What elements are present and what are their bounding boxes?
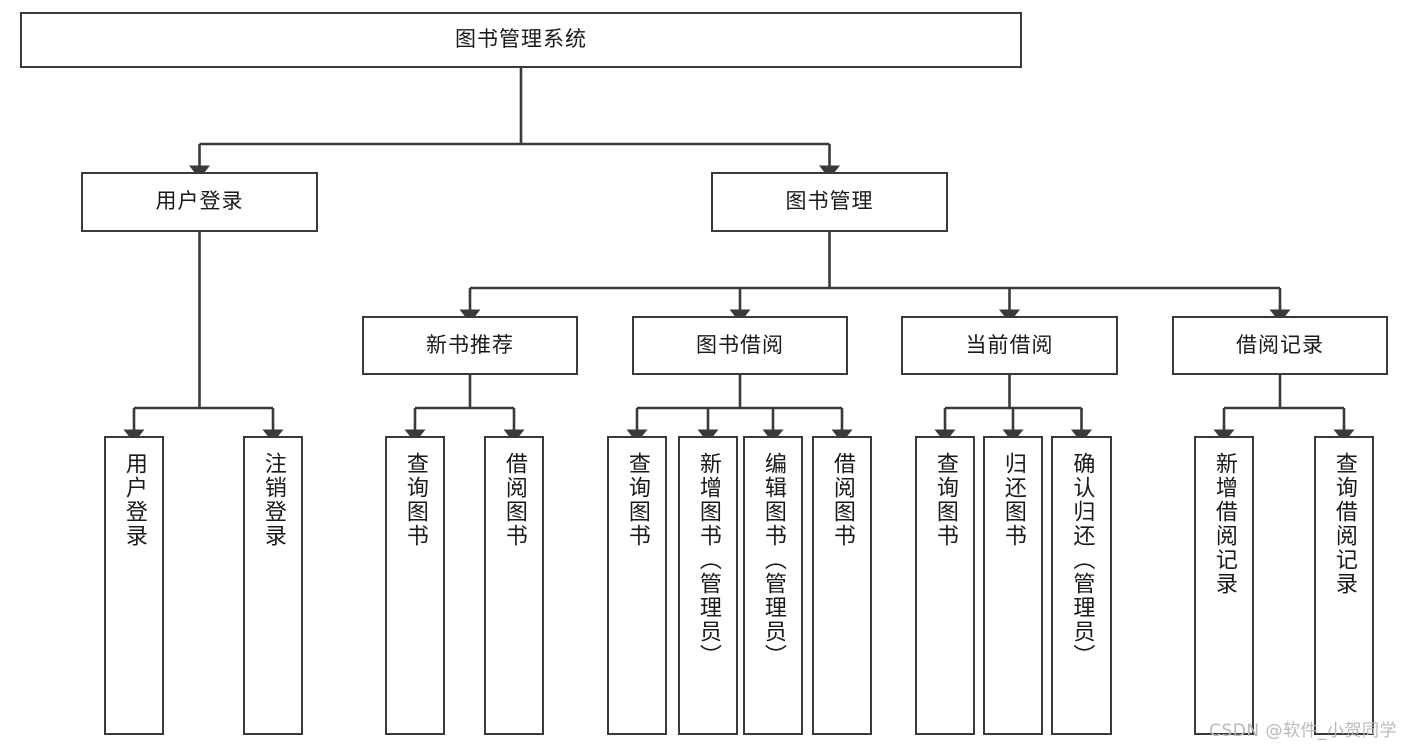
node-leaf-user-login[interactable]: 用户登录	[104, 436, 164, 735]
node-label: 借阅图书	[829, 452, 855, 548]
node-leaf-borrow-edit-book[interactable]: 编辑图书（管理员）	[743, 436, 803, 735]
node-label: 查询图书	[932, 452, 958, 548]
node-leaf-record-add[interactable]: 新增借阅记录	[1194, 436, 1254, 735]
node-label: 新书推荐	[426, 332, 514, 357]
node-label: 借阅记录	[1236, 332, 1324, 357]
node-leaf-current-confirm-return[interactable]: 确认归还（管理员）	[1051, 436, 1112, 735]
node-book-management[interactable]: 图书管理	[711, 172, 948, 232]
node-leaf-record-query[interactable]: 查询借阅记录	[1314, 436, 1374, 735]
node-label: 图书管理系统	[455, 27, 587, 52]
node-label: 查询图书	[624, 452, 650, 548]
node-borrow-record[interactable]: 借阅记录	[1172, 316, 1388, 375]
node-label: 图书借阅	[696, 332, 784, 357]
node-current-borrow[interactable]: 当前借阅	[901, 316, 1118, 375]
node-root[interactable]: 图书管理系统	[20, 12, 1022, 68]
node-label: 当前借阅	[965, 332, 1054, 357]
node-label: 查询图书	[402, 452, 428, 548]
node-leaf-recommend-query-book[interactable]: 查询图书	[385, 436, 445, 735]
node-label: 借阅图书	[501, 452, 527, 548]
node-leaf-borrow-query-book[interactable]: 查询图书	[607, 436, 667, 735]
node-leaf-user-logout[interactable]: 注销登录	[243, 436, 303, 735]
node-user-login[interactable]: 用户登录	[81, 172, 318, 232]
watermark-text: CSDN @软件_小贺同学	[1209, 721, 1397, 741]
node-label: 用户登录	[121, 452, 147, 548]
node-label: 注销登录	[260, 452, 286, 548]
node-label: 新增借阅记录	[1211, 452, 1237, 596]
node-label: 查询借阅记录	[1331, 452, 1357, 596]
node-label: 新增图书（管理员）	[695, 452, 721, 668]
node-label: 确认归还（管理员）	[1069, 452, 1095, 668]
node-label: 图书管理	[785, 189, 874, 214]
node-book-borrow[interactable]: 图书借阅	[632, 316, 848, 375]
node-leaf-borrow-borrow-book[interactable]: 借阅图书	[812, 436, 872, 735]
node-leaf-current-query-book[interactable]: 查询图书	[915, 436, 975, 735]
node-label: 编辑图书（管理员）	[760, 452, 786, 668]
node-leaf-current-return-book[interactable]: 归还图书	[983, 436, 1043, 735]
node-leaf-recommend-borrow-book[interactable]: 借阅图书	[484, 436, 544, 735]
node-new-book-recommend[interactable]: 新书推荐	[362, 316, 578, 375]
node-label: 用户登录	[155, 189, 244, 214]
node-label: 归还图书	[1000, 452, 1026, 548]
node-leaf-borrow-add-book[interactable]: 新增图书（管理员）	[678, 436, 738, 735]
